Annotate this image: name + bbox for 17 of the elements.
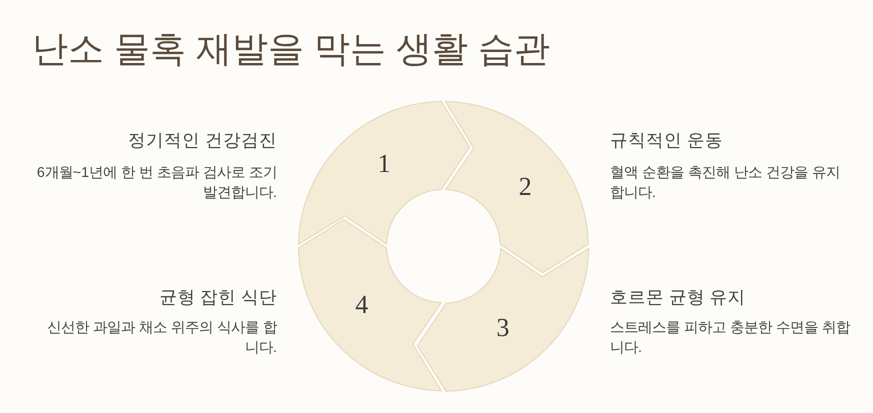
ring-segment	[298, 100, 470, 244]
ring-segment	[445, 100, 589, 273]
step-heading: 규칙적인 운동	[610, 129, 724, 152]
step-heading: 정기적인 건강검진	[127, 129, 277, 152]
ring-segment	[416, 248, 589, 392]
step-description: 스트레스를 피하고 충분한 수면을 취합니다.	[610, 319, 852, 358]
step-number: 4	[355, 290, 368, 320]
step-number: 3	[496, 312, 510, 343]
ring-segment	[298, 219, 442, 392]
step-description: 6개월~1년에 한 번 초음파 검사로 조기 발견합니다.	[36, 164, 277, 203]
step-heading: 호르몬 균형 유지	[610, 286, 747, 309]
step-description: 신선한 과일과 채소 위주의 식사를 합니다.	[46, 319, 277, 358]
step-heading: 균형 잡힌 식단	[158, 286, 277, 309]
step-description: 혈액 순환을 촉진해 난소 건강을 유지합니다.	[610, 164, 841, 203]
step-number: 1	[378, 149, 391, 180]
step-number: 2	[518, 172, 532, 202]
title: 난소 물혹 재발을 막는 생활 습관	[32, 27, 550, 71]
